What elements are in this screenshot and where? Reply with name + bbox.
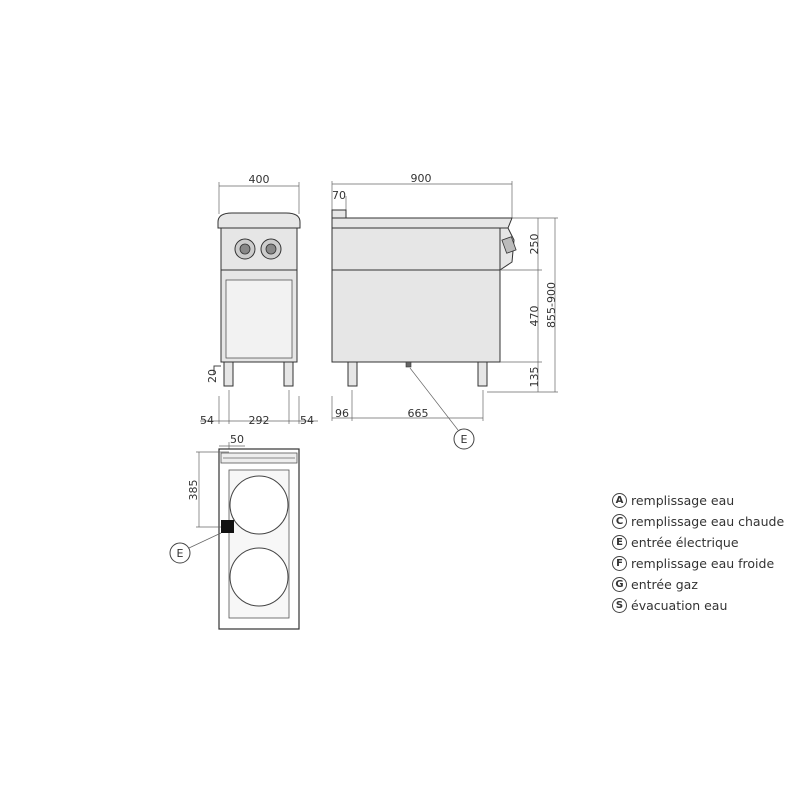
front-bottom-middle-label: 292 <box>249 414 270 427</box>
legend-code-badge: C <box>612 514 627 529</box>
side-upper-body <box>331 227 501 271</box>
legend-text: évacuation eau <box>631 598 728 613</box>
top-view: 50 385 E <box>169 433 300 630</box>
legend-code-badge: F <box>612 556 627 571</box>
front-top-plate <box>217 212 301 229</box>
side-height-panel-label: 250 <box>528 234 541 255</box>
side-callout-label: E <box>461 433 468 446</box>
side-knob-icon <box>501 236 517 254</box>
legend-item: S évacuation eau <box>612 595 792 616</box>
connection-legend: A remplissage eau C remplissage eau chau… <box>612 490 792 616</box>
legend-item: G entrée gaz <box>612 574 792 595</box>
front-bottom-right-label: 54 <box>300 414 314 427</box>
legend-item: E entrée électrique <box>612 532 792 553</box>
side-bottom-right-label: 665 <box>408 407 429 420</box>
legend-text: remplissage eau froide <box>631 556 775 571</box>
side-leg-front <box>477 361 488 387</box>
legend-item: A remplissage eau <box>612 490 792 511</box>
legend-text: entrée gaz <box>631 577 698 592</box>
side-view: 900 70 250 470 135 855-900 96 665 <box>331 172 558 450</box>
top-callout-circle <box>169 542 191 564</box>
front-drain-label: 20 <box>206 369 219 383</box>
front-cabinet-opening <box>225 279 293 359</box>
front-bottom-left-label: 54 <box>200 414 214 427</box>
top-electric-entry <box>221 520 234 533</box>
front-leg-left <box>223 361 234 387</box>
side-leg-back <box>347 361 358 387</box>
side-height-body-label: 470 <box>528 306 541 327</box>
side-splash-label: 70 <box>332 189 346 202</box>
legend-code-badge: S <box>612 598 627 613</box>
side-electric-entry <box>405 361 412 368</box>
side-lower-body <box>331 269 501 363</box>
legend-text: remplissage eau <box>631 493 735 508</box>
top-offset-label: 50 <box>230 433 244 446</box>
front-width-label: 400 <box>249 173 270 186</box>
side-top-plate <box>331 217 513 229</box>
legend-code-badge: G <box>612 577 627 592</box>
side-splashback <box>331 209 347 219</box>
side-total-height-label: 855-900 <box>545 282 558 328</box>
side-depth-label: 900 <box>411 172 432 185</box>
legend-text: remplissage eau chaude <box>631 514 785 529</box>
legend-item: F remplissage eau froide <box>612 553 792 574</box>
legend-item: C remplissage eau chaude <box>612 511 792 532</box>
top-callout-label: E <box>177 547 184 560</box>
front-drain-pipe <box>213 365 221 374</box>
front-leg-right <box>283 361 294 387</box>
legend-text: entrée électrique <box>631 535 739 550</box>
side-bottom-left-label: 96 <box>335 407 349 420</box>
legend-code-badge: A <box>612 493 627 508</box>
side-height-legs-label: 135 <box>528 367 541 388</box>
side-callout-circle <box>453 428 475 450</box>
top-depth-label: 385 <box>187 480 200 501</box>
hotplate-rear-icon <box>229 475 289 535</box>
front-view: 400 20 54 292 54 <box>200 173 318 427</box>
front-control-panel <box>220 227 298 271</box>
hotplate-front-icon <box>229 547 289 607</box>
legend-code-badge: E <box>612 535 627 550</box>
